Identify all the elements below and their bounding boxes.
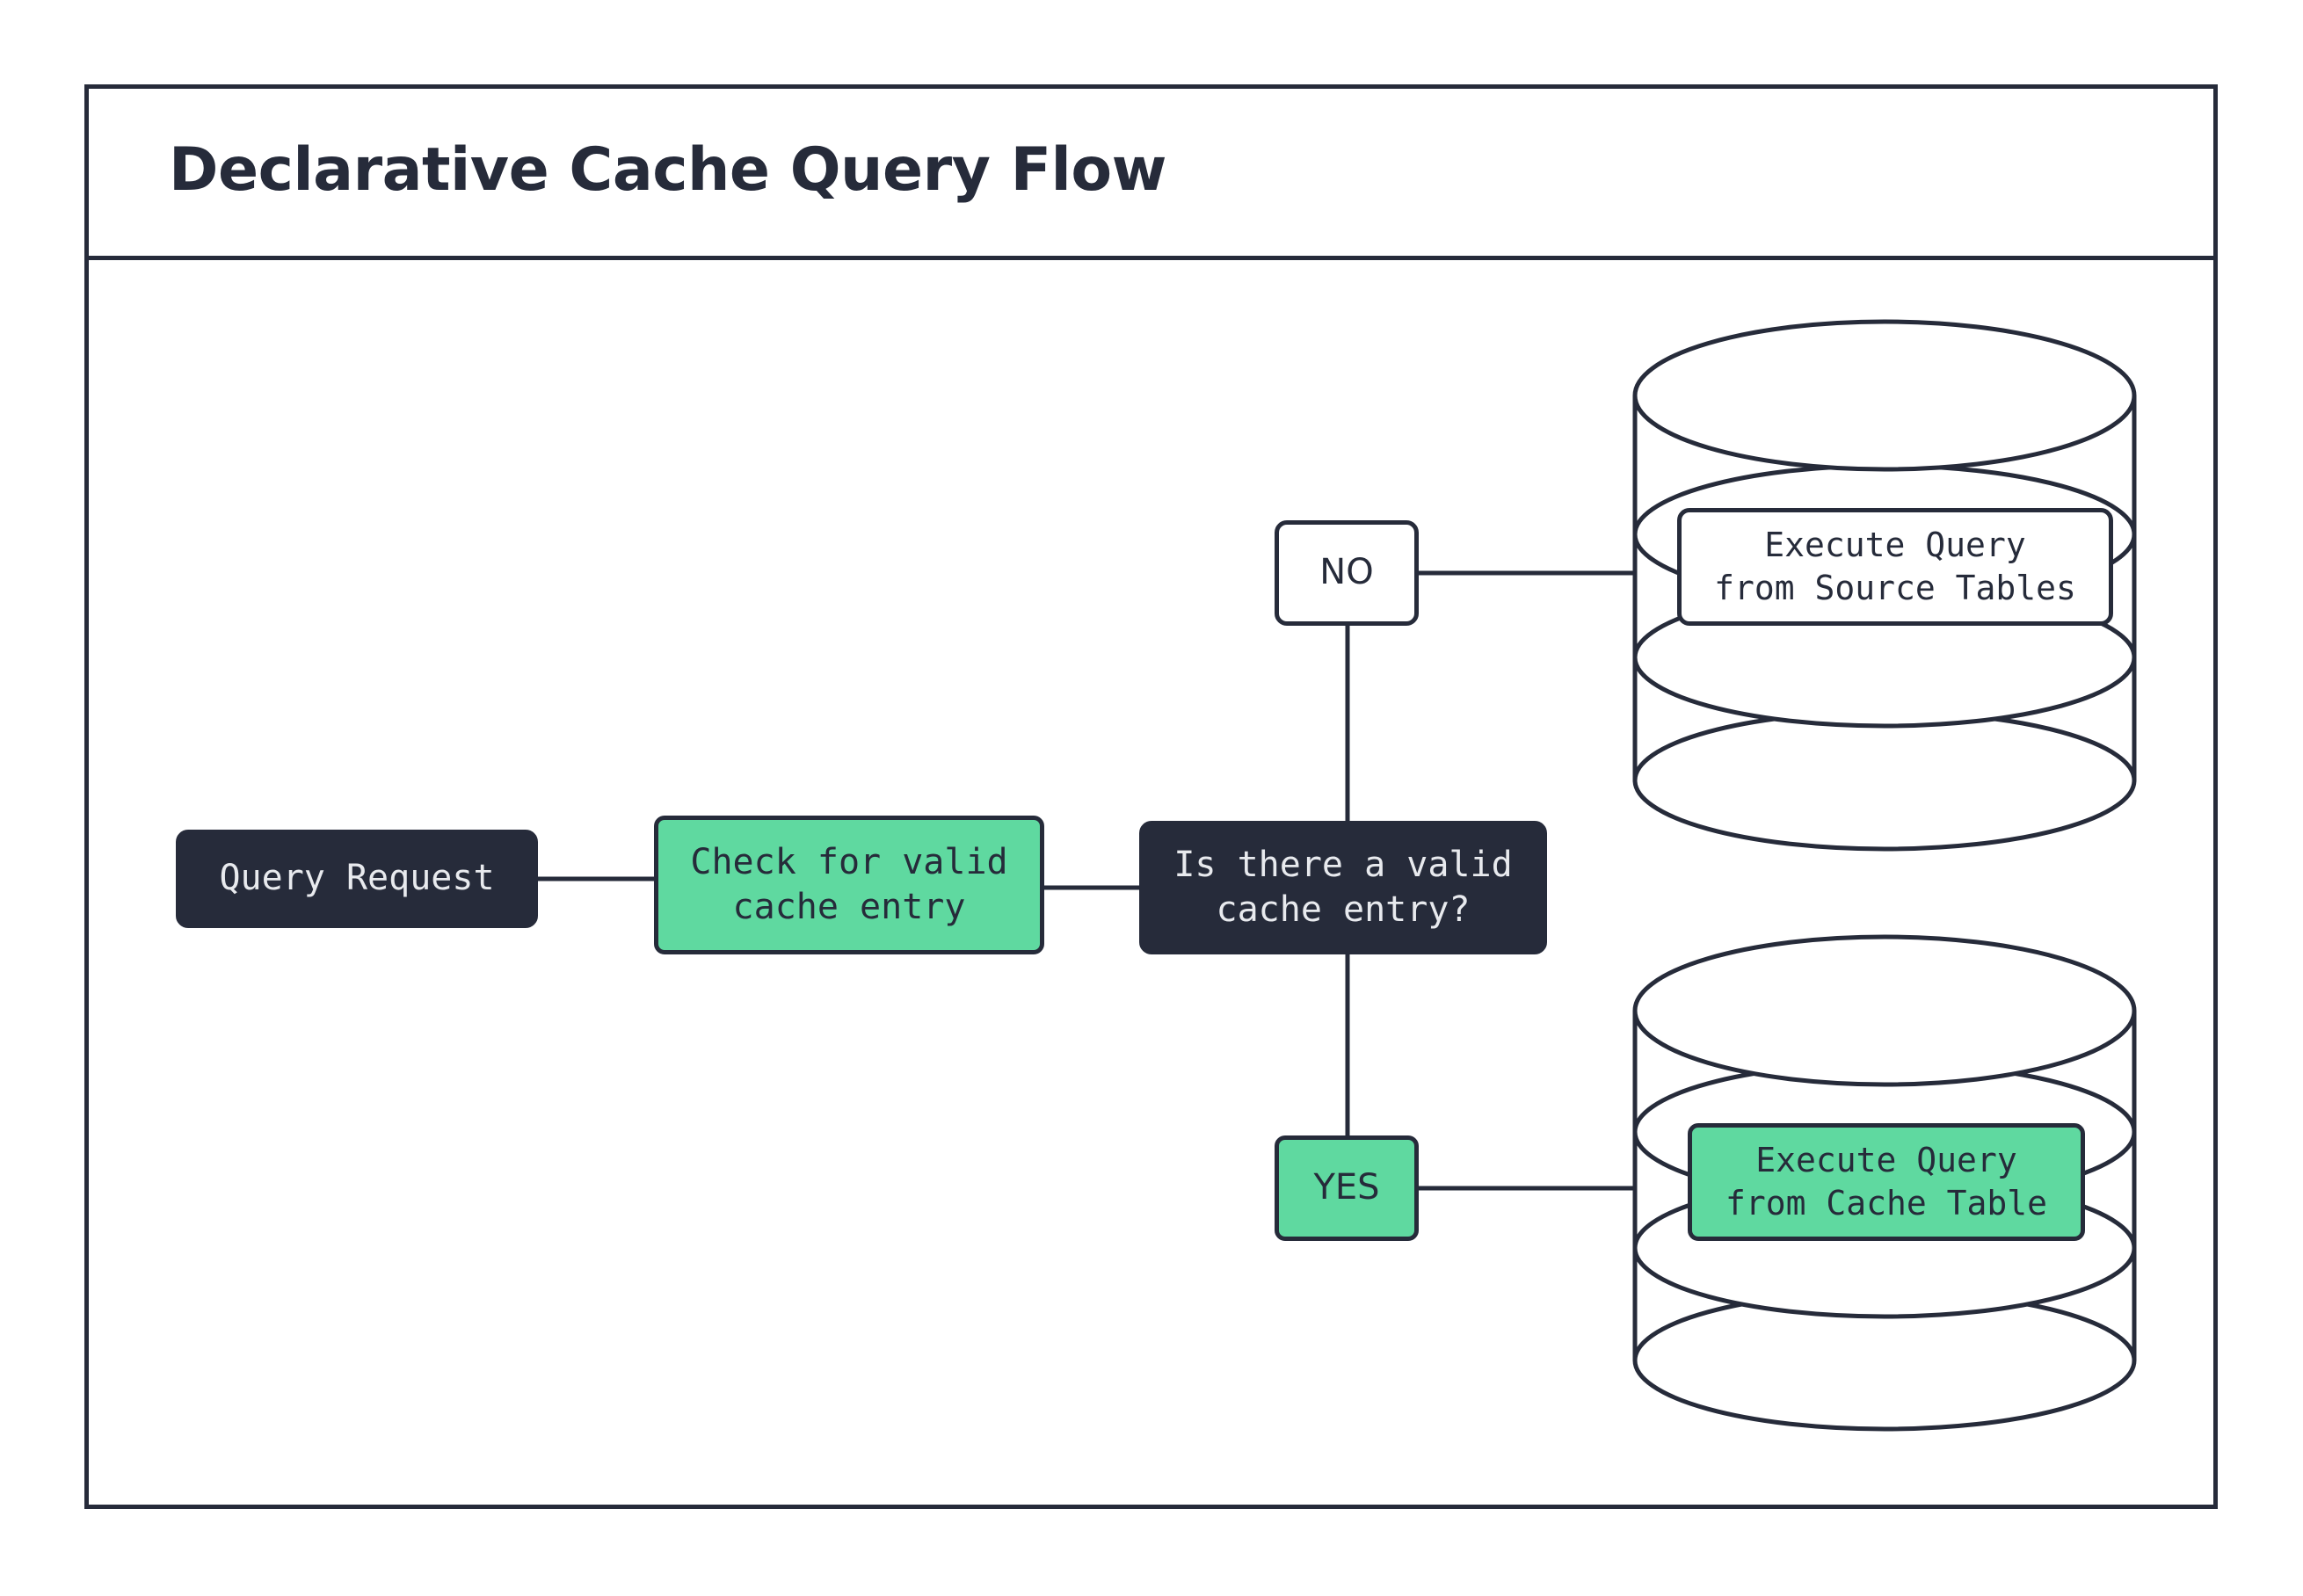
title-bar: Declarative Cache Query Flow <box>84 84 2218 260</box>
node-check-for-valid-cache-entry[interactable]: Check for valid cache entry <box>654 816 1044 954</box>
node-execute-query-from-source-tables[interactable]: Execute Query from Source Tables <box>1677 508 2113 626</box>
node-execute-query-from-cache-table[interactable]: Execute Query from Cache Table <box>1688 1123 2085 1241</box>
page-title: Declarative Cache Query Flow <box>169 135 1166 205</box>
branch-label-yes[interactable]: YES <box>1275 1135 1419 1241</box>
node-decision-valid-cache-entry[interactable]: Is there a valid cache entry? <box>1139 821 1547 954</box>
node-query-request[interactable]: Query Request <box>176 830 538 928</box>
branch-label-no[interactable]: NO <box>1275 520 1419 626</box>
